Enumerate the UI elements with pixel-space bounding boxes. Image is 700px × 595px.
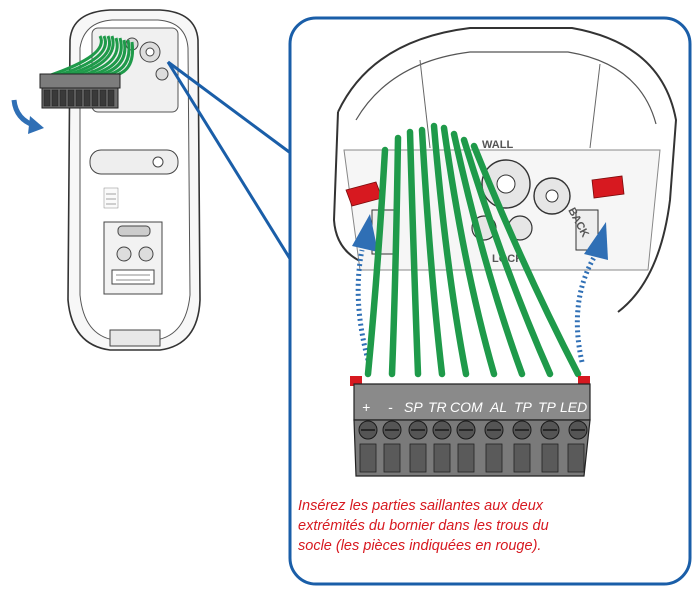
left-insert-arrowhead-icon	[352, 214, 378, 252]
bottom-tab	[109, 329, 161, 347]
callout-connector-lines	[166, 60, 301, 263]
wall-marking: WALL	[482, 139, 513, 151]
instruction-caption: Insérez les parties saillantes aux deux …	[298, 496, 668, 556]
left-end-tab	[350, 376, 362, 386]
caption-line: Insérez les parties saillantes aux deux	[298, 498, 544, 514]
terminal-labels: + - SP TR COM AL TP TP LED	[362, 399, 587, 415]
right-insert-arrowhead-icon	[584, 222, 608, 260]
caption-line: extrémités du bornier dans les trous du	[298, 518, 549, 534]
mount-hole	[155, 67, 169, 81]
terminal-label: SP	[404, 399, 423, 415]
housing-left-wall	[332, 111, 363, 263]
housing-outer-arc	[337, 27, 678, 313]
terminal-label: +	[362, 399, 370, 415]
terminal-label: -	[388, 399, 393, 415]
overview-terminal-block	[39, 73, 121, 109]
left-insert-path	[355, 249, 371, 361]
terminal-block: + - SP TR COM AL TP TP LED	[350, 376, 591, 477]
mount-hole	[145, 47, 155, 57]
right-end-tab	[578, 376, 590, 386]
housing-boss-hole	[496, 174, 516, 194]
lower-hole	[116, 246, 132, 262]
zoom-callout: WALL BACK LOCK	[288, 16, 692, 586]
terminal-label: TP	[538, 399, 557, 415]
device-overview	[11, 9, 201, 351]
terminal-label: TP	[514, 399, 533, 415]
lower-label-plate	[111, 269, 155, 285]
middle-slot	[89, 149, 179, 175]
terminal-fins	[359, 443, 585, 473]
lower-hole	[138, 246, 154, 262]
housing-rib	[419, 59, 431, 149]
housing-rib	[589, 63, 601, 149]
lower-switch	[117, 225, 151, 237]
terminal-label: AL	[489, 399, 507, 415]
terminal-label: TR	[428, 399, 447, 415]
right-socket-hole	[591, 175, 625, 199]
caption-line: socle (les pièces indiquées en rouge).	[298, 538, 542, 554]
right-insert-path	[574, 252, 599, 363]
housing-boss-hole	[545, 189, 559, 203]
overview-small-labels	[103, 187, 119, 209]
slot-hole	[152, 156, 164, 168]
green-wires	[364, 122, 582, 378]
rotate-arrowhead-icon	[28, 116, 44, 134]
housing-inner-arc	[355, 51, 657, 125]
terminal-label: LED	[560, 399, 587, 415]
terminal-label: COM	[450, 399, 483, 415]
